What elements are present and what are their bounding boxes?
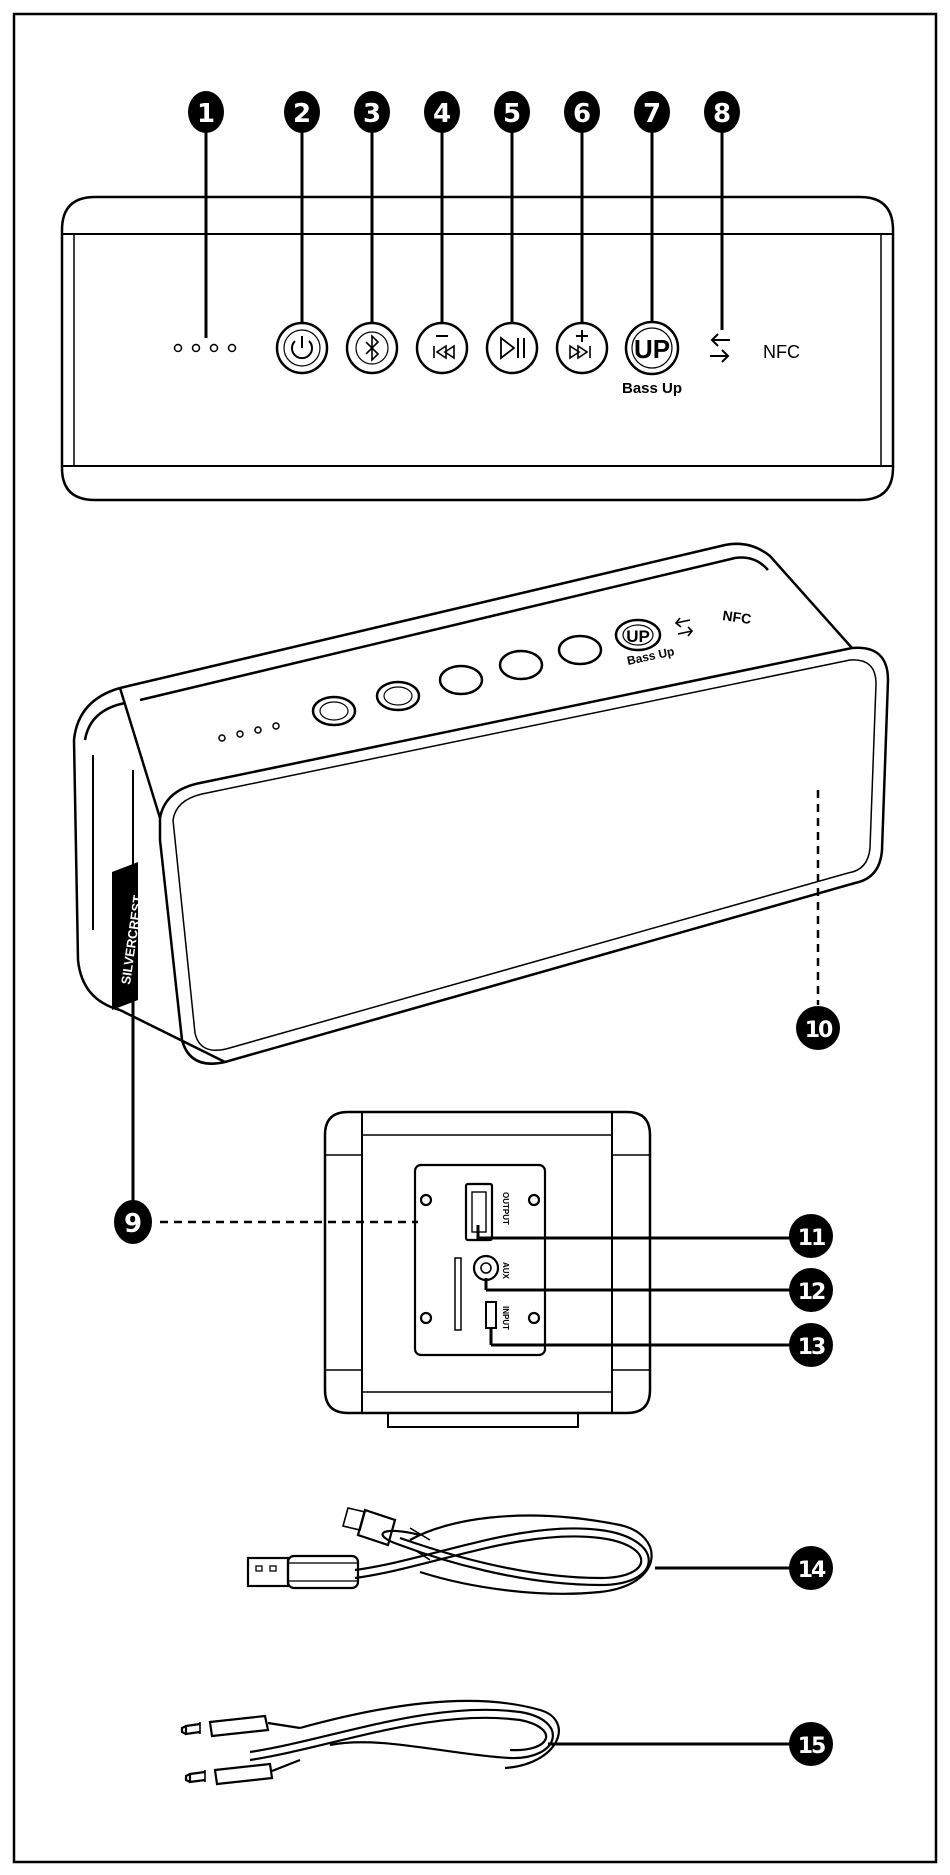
perspective-nfc-label: NFC xyxy=(722,607,753,627)
svg-text:13: 13 xyxy=(798,1335,825,1360)
play-pause-button[interactable] xyxy=(487,323,537,373)
perspective-up-label: UP xyxy=(626,627,650,646)
nfc-label: NFC xyxy=(763,342,800,362)
callout-15: 15 xyxy=(789,1722,833,1766)
svg-text:3: 3 xyxy=(363,99,381,129)
nfc-arrows-icon xyxy=(710,334,730,362)
usb-output-label: OUTPUT xyxy=(501,1192,510,1225)
callout-7: 7 xyxy=(634,91,670,133)
callout-12: 12 xyxy=(789,1268,833,1312)
svg-text:9: 9 xyxy=(124,1209,142,1239)
micro-usb-input-port[interactable] xyxy=(486,1302,496,1328)
callout-11-leader xyxy=(478,1235,790,1238)
speaker-perspective-view xyxy=(74,544,888,1064)
callout-13: 13 xyxy=(789,1323,833,1367)
svg-text:6: 6 xyxy=(573,99,591,129)
aux-label: AUX xyxy=(501,1262,510,1280)
svg-text:4: 4 xyxy=(433,99,451,129)
input-label: INPUT xyxy=(501,1306,510,1330)
speaker-side-view xyxy=(325,1112,650,1427)
svg-text:11: 11 xyxy=(798,1226,825,1251)
callout-11: 11 xyxy=(789,1214,833,1258)
svg-text:7: 7 xyxy=(643,99,661,129)
callout-2: 2 xyxy=(284,91,320,133)
bass-up-button-label: UP xyxy=(634,334,670,364)
aux-input-jack[interactable] xyxy=(474,1256,498,1280)
svg-text:15: 15 xyxy=(798,1734,825,1759)
svg-text:5: 5 xyxy=(503,99,521,129)
bluetooth-button[interactable] xyxy=(347,323,397,373)
callout-3: 3 xyxy=(354,91,390,133)
audio-cable xyxy=(182,1701,559,1784)
svg-text:10: 10 xyxy=(805,1018,833,1043)
power-button[interactable] xyxy=(277,323,327,373)
battery-led-indicators xyxy=(175,345,236,352)
svg-text:8: 8 xyxy=(713,99,731,129)
callout-9: 9 xyxy=(114,1200,152,1244)
bass-up-caption: Bass Up xyxy=(622,380,682,397)
svg-text:2: 2 xyxy=(293,99,311,129)
connector-panel xyxy=(415,1165,545,1355)
callout-4: 4 xyxy=(424,91,460,133)
svg-text:12: 12 xyxy=(798,1280,825,1305)
perspective-buttons xyxy=(313,620,660,725)
callout-5: 5 xyxy=(494,91,530,133)
svg-text:1: 1 xyxy=(197,99,215,129)
perspective-leds xyxy=(219,723,279,741)
callout-14: 14 xyxy=(789,1546,833,1590)
callout-1: 1 xyxy=(188,91,224,133)
next-button[interactable] xyxy=(557,323,607,373)
callout-10: 10 xyxy=(796,1006,840,1050)
callout-8: 8 xyxy=(704,91,740,133)
perspective-nfc-arrows-icon xyxy=(676,618,692,636)
callout-6: 6 xyxy=(564,91,600,133)
usb-cable xyxy=(248,1508,652,1594)
svg-text:14: 14 xyxy=(798,1558,826,1583)
previous-button[interactable] xyxy=(417,323,467,373)
